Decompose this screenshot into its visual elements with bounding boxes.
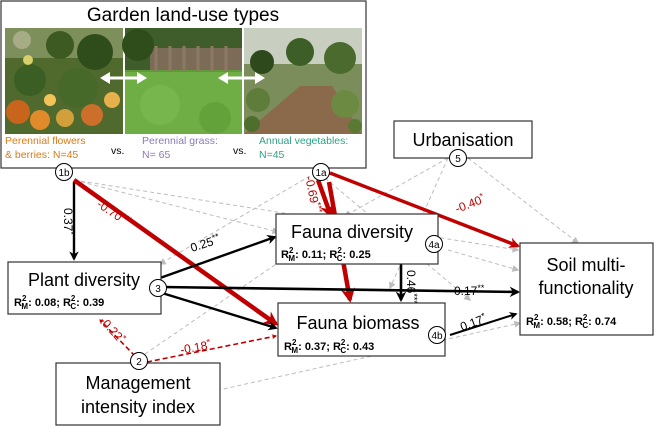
landuse-type-1-line1: Perennial flowers	[5, 135, 86, 147]
path-mgmt-faunabio	[146, 334, 278, 363]
node-management-intensity: Management intensity index	[55, 362, 221, 426]
badge-4a: 4a	[425, 235, 443, 253]
coef-plant-faunadiv: 0.25**	[188, 231, 222, 255]
svg-text:2: 2	[136, 357, 142, 368]
landuse-panel: Garden land-use types	[0, 0, 367, 169]
badge-1b: 1b	[55, 163, 73, 181]
landuse-type-2-line1: Perennial grass:	[142, 135, 218, 147]
coef-1b-plant: 0.37*	[61, 208, 76, 235]
coef-faunabio-soil: 0.17*	[458, 310, 489, 333]
coef-1b-faunabio: -0.70***	[94, 196, 134, 230]
ns-path-1b-faunadiv	[73, 179, 280, 235]
coef-faunadiv-faunabio: 0.46***	[404, 270, 419, 304]
svg-text:4b: 4b	[431, 331, 443, 342]
coef-1a-soil: -0.40*	[453, 191, 488, 216]
badge-1a: 1a	[312, 163, 330, 181]
badge-3: 3	[149, 279, 167, 297]
vs-label-2: vs.	[233, 145, 246, 157]
landuse-title: Garden land-use types	[87, 5, 279, 26]
badges: 1b 1a 5 3 4a 4b 2	[55, 149, 467, 370]
coef-mgmt-faunabio: -0.18*	[179, 337, 212, 357]
plant-diversity-label: Plant diversity	[28, 270, 140, 290]
ns-path-urb-soil	[467, 157, 580, 244]
svg-text:4a: 4a	[428, 240, 440, 251]
path-1a-faunadiv	[315, 179, 334, 219]
vs-label-1: vs.	[111, 145, 124, 157]
ns-path-mgmt-soil	[209, 320, 522, 393]
path-plant-faunabio	[161, 291, 278, 331]
svg-text:1a: 1a	[315, 168, 327, 179]
coef-mgmt-plant: -0.22*	[97, 313, 129, 346]
landuse-type-1-line2: & berries: N=45	[5, 149, 78, 161]
path-plant-faunadiv	[159, 235, 277, 280]
svg-text:3: 3	[155, 284, 161, 295]
soil-label-line2: functionality	[538, 278, 633, 298]
management-label-line2: intensity index	[81, 397, 195, 417]
urbanisation-label: Urbanisation	[412, 130, 513, 150]
fauna-biomass-label: Fauna biomass	[296, 313, 419, 333]
svg-text:5: 5	[455, 154, 461, 165]
fauna-diversity-label: Fauna diversity	[291, 222, 413, 242]
photo-annual-vegetables	[244, 28, 362, 134]
ns-path-urb-faunadiv	[343, 157, 449, 217]
badge-2: 2	[130, 352, 148, 370]
photo-perennial-grass	[122, 28, 242, 134]
double-arrow-left	[100, 72, 147, 84]
landuse-type-3-line2: N=45	[259, 149, 285, 161]
path-faunabio-soil	[449, 312, 518, 336]
soil-label-line1: Soil multi-	[546, 255, 625, 275]
badge-5: 5	[449, 149, 467, 167]
landuse-type-2-line2: N= 65	[142, 149, 170, 161]
ns-path-1a-plant	[158, 175, 311, 265]
ns-path-mgmt-faunadiv	[144, 257, 287, 355]
path-mgmt-plant	[99, 319, 136, 357]
svg-text:1b: 1b	[58, 168, 70, 179]
coef-plant-soil: 0.17**	[454, 283, 485, 298]
photo-perennial-flowers	[5, 28, 123, 134]
management-label-line1: Management	[85, 373, 190, 393]
landuse-type-3-line1: Annual vegetables:	[259, 135, 348, 147]
path-plant-soil	[161, 285, 521, 298]
coef-1a-faunadiv: -0.69***	[302, 175, 325, 216]
path-1b-faunabio	[72, 178, 279, 326]
path-1a-soil	[329, 171, 521, 248]
double-arrow-right	[218, 72, 265, 84]
ns-path-faunadiv-soil	[447, 249, 520, 272]
badge-4b: 4b	[428, 326, 446, 344]
